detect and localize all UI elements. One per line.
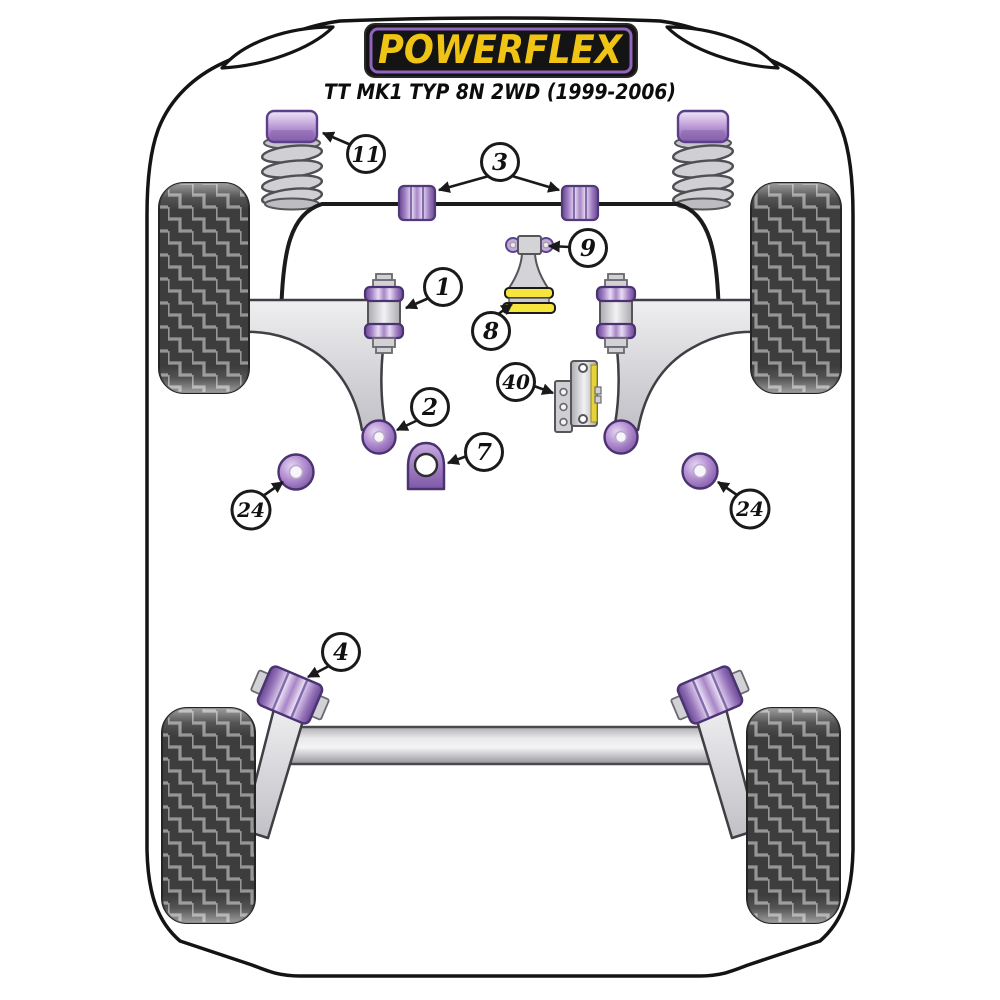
svg-text:2: 2 — [421, 394, 438, 421]
steering-rack-mount-hole — [413, 452, 439, 478]
svg-text:7: 7 — [476, 439, 492, 466]
svg-text:11: 11 — [351, 142, 380, 167]
spring-top-mount-band-right — [681, 130, 725, 138]
rear-beam-bushing-left — [250, 665, 330, 725]
callout-2: 2 — [410, 387, 450, 427]
callout-arrow-7 — [446, 453, 468, 465]
bracket-tab-2 — [594, 395, 602, 404]
callout-arrow-1 — [404, 296, 430, 310]
callout-4: 4 — [321, 632, 361, 672]
arm-rear-bushing-right — [603, 419, 639, 455]
callout-7: 7 — [464, 432, 504, 472]
rear-beam-bushing-right — [670, 665, 750, 725]
subframe-bushing-left — [277, 453, 315, 491]
svg-text:3: 3 — [492, 149, 508, 176]
engine-mount-bracket-40 — [554, 360, 602, 433]
powerflex-logo: POWERFLEX — [364, 23, 638, 78]
callouts: 11 3 9 1 8 40 2 7 — [230, 134, 771, 672]
steering-rack-mount — [406, 441, 446, 491]
svg-text:40: 40 — [502, 370, 530, 394]
logo-brand-text: POWERFLEX — [378, 28, 624, 73]
bracket-hole-3 — [559, 417, 568, 427]
svg-text:1: 1 — [435, 274, 451, 301]
arb-bushing-left — [397, 184, 437, 222]
arb-bushing-right — [560, 184, 600, 222]
rear-beam-axle — [281, 725, 719, 766]
spring-coil-right — [671, 144, 735, 211]
svg-text:4: 4 — [333, 639, 349, 666]
front-spring-right — [671, 109, 735, 211]
callout-arrow-11 — [321, 131, 352, 147]
svg-text:24: 24 — [735, 497, 764, 521]
bracket-bolt-top — [578, 363, 588, 373]
wheel-rear-left — [161, 707, 256, 924]
dogbone-engine-mount — [502, 235, 556, 314]
front-spring-left — [260, 109, 324, 211]
callout-arrow-3-left — [437, 174, 490, 193]
logo-purple-border — [369, 27, 633, 74]
dogbone-pin-left — [509, 241, 517, 249]
callout-1: 1 — [423, 267, 463, 307]
bracket-hole-2 — [559, 402, 568, 412]
callout-9: 9 — [568, 228, 608, 268]
model-subtitle: TT MK1 TYP 8N 2WD (1999-2006) — [324, 80, 676, 104]
bracket-hole-1 — [559, 387, 568, 397]
wheel-front-right — [750, 182, 842, 394]
bracket-tab-1 — [594, 386, 602, 395]
right-mirror-shape — [665, 25, 780, 70]
svg-text:9: 9 — [580, 235, 596, 262]
logo-plate — [364, 23, 638, 78]
callout-3: 3 — [480, 142, 520, 182]
callout-24-left: 24 — [230, 489, 272, 531]
callout-arrow-24-left — [262, 480, 284, 498]
wheel-front-left — [158, 182, 250, 394]
arm-front-bushing-right — [595, 273, 637, 354]
callout-40: 40 — [496, 362, 536, 402]
front-control-arm-left — [235, 273, 405, 455]
callout-24-right: 24 — [729, 488, 771, 530]
spring-coil-left — [260, 144, 324, 211]
bracket-bolt-bottom — [578, 414, 588, 424]
callout-arrow-9 — [547, 240, 571, 253]
arm-rear-bushing-left — [361, 419, 397, 455]
anti-roll-bar — [279, 202, 721, 323]
callout-arrow-4 — [306, 664, 330, 679]
callout-arrow-3-right — [511, 174, 561, 193]
arm-front-bushing-left — [363, 273, 405, 354]
svg-text:8: 8 — [482, 318, 499, 345]
callout-arrow-2 — [395, 418, 419, 432]
dogbone-clevis — [517, 235, 542, 255]
callout-arrow-24-right — [717, 480, 738, 497]
subframe-bushing-right — [681, 452, 719, 490]
callout-arrow-40 — [533, 383, 555, 395]
spring-top-mount-band-left — [270, 130, 314, 138]
callout-11: 11 — [346, 134, 386, 174]
svg-text:24: 24 — [236, 498, 265, 522]
dogbone-lower-inserts — [502, 287, 556, 314]
wheel-rear-right — [746, 707, 841, 924]
left-mirror-shape — [220, 25, 335, 70]
front-control-arm-right — [595, 273, 765, 455]
dogbone-pin-right — [542, 241, 550, 249]
callout-8: 8 — [471, 311, 511, 351]
